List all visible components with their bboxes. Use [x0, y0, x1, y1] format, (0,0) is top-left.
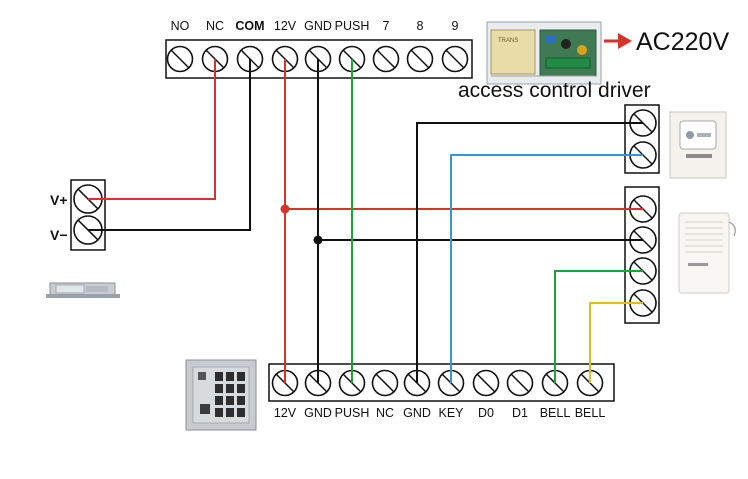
wire-gnd-to-exit-button: [416, 122, 643, 383]
bottom-terminal-label-d0-7: D0: [478, 406, 494, 420]
bottom-terminal-label-gnd-2: GND: [304, 406, 332, 420]
v-minus-label: V−: [50, 227, 68, 243]
bottom-terminal-label-gnd-5: GND: [403, 406, 431, 420]
electric-lock-image: [46, 282, 120, 298]
bottom-terminal-screw-4: [371, 369, 399, 397]
bottom-terminal-label-bell-9: BELL: [540, 406, 571, 420]
bottom-terminal-label-nc-4: NC: [376, 406, 394, 420]
ac220v-label: AC220V: [636, 28, 729, 56]
ac-arrow-head: [618, 33, 632, 49]
keypad-key: [237, 396, 245, 405]
keypad-key: [215, 396, 223, 405]
top-terminal-screw-7: [372, 45, 400, 73]
top-terminal-screw-8: [406, 45, 434, 73]
wires: [88, 59, 643, 383]
bottom-terminal-label-key-6: KEY: [438, 406, 464, 420]
bottom-terminal-label-d1-8: D1: [512, 406, 528, 420]
keypad-key: [226, 396, 234, 405]
bottom-terminal-screw-7: [472, 369, 500, 397]
bottom-terminal-label-bell-10: BELL: [575, 406, 606, 420]
top-terminal-label-12v: 12V: [274, 19, 297, 33]
top-terminal-label-com: COM: [235, 19, 264, 33]
svg-text:TRANS: TRANS: [498, 38, 518, 44]
bottom-terminal-label-push-3: PUSH: [335, 406, 370, 420]
keypad-key: [237, 384, 245, 393]
top-terminal-label-7: 7: [383, 19, 390, 33]
top-terminal-label-no: NO: [171, 19, 190, 33]
top-terminal-label-8: 8: [417, 19, 424, 33]
top-terminal-label-gnd: GND: [304, 19, 332, 33]
junction-dot-12v: [280, 204, 290, 214]
wire-com-to-v-minus: [88, 59, 251, 231]
keypad-image: [185, 359, 257, 431]
keypad-key: [226, 384, 234, 393]
lock-terminal-block: [70, 179, 106, 251]
keypad-key: [226, 408, 234, 417]
keypad-key: [215, 408, 223, 417]
access-control-driver-caption: access control driver: [458, 79, 651, 102]
keypad-key: [237, 408, 245, 417]
bottom-terminal-screw-8: [506, 369, 534, 397]
doorbell-image: [678, 212, 736, 294]
wire-key-to-exit-button: [450, 154, 643, 383]
keypad-key: [215, 384, 223, 393]
exit-button-terminal-block: [624, 104, 660, 174]
keypad-key: [215, 372, 223, 381]
keypad-key: [226, 372, 234, 381]
junction-dot-gnd: [313, 235, 323, 245]
wire-bell1-to-doorbell: [554, 270, 643, 383]
top-terminal-label-nc: NC: [206, 19, 224, 33]
bottom-terminal-label-12v-1: 12V: [274, 406, 297, 420]
exit-button-image: [669, 111, 727, 179]
top-terminal-label-9: 9: [452, 19, 459, 33]
v-plus-label: V+: [50, 192, 68, 208]
wire-nc-to-v-plus: [88, 59, 216, 200]
wire-bell2-to-doorbell: [589, 302, 643, 383]
top-terminal-screw-1: [166, 45, 194, 73]
top-terminal-screw-9: [441, 45, 469, 73]
top-terminal-label-push: PUSH: [335, 19, 370, 33]
keypad-key: [237, 372, 245, 381]
power-supply-image: TRANS: [486, 21, 602, 85]
